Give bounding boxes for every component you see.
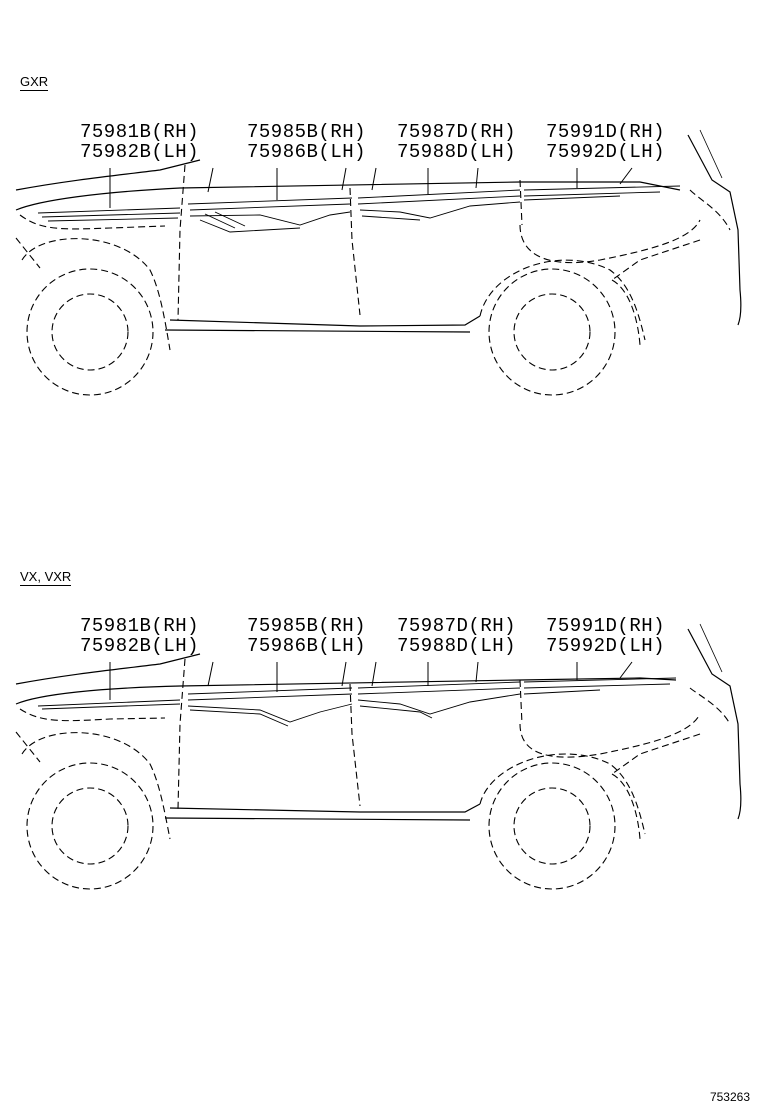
part-number-lh: 75986B(LH) xyxy=(247,635,367,657)
part-number-rh: 75991D(RH) xyxy=(546,615,666,637)
vehicle-outline xyxy=(15,129,742,351)
part-number-lh: 75992D(LH) xyxy=(546,141,666,163)
wheel-front xyxy=(26,268,154,396)
part-number-rh: 75985B(RH) xyxy=(247,121,367,143)
side-stripe-decals xyxy=(37,185,681,233)
part-number-lh: 75986B(LH) xyxy=(247,141,367,163)
part-number-rh: 75981B(RH) xyxy=(80,615,200,637)
side-stripe-decals xyxy=(37,677,677,727)
document-number: 753263 xyxy=(709,1090,750,1104)
part-number-lh: 75982B(LH) xyxy=(80,141,200,163)
part-number-lh: 75992D(LH) xyxy=(546,635,666,657)
vehicle-side-diagram-vx-vxr xyxy=(15,623,742,890)
part-number-lh: 75982B(LH) xyxy=(80,635,200,657)
wheel-front xyxy=(26,762,154,890)
leader-lines xyxy=(109,167,633,208)
wheel-rear xyxy=(488,762,616,890)
part-number-lh: 75988D(LH) xyxy=(397,141,517,163)
wheel-rear xyxy=(488,268,616,396)
part-number-lh: 75988D(LH) xyxy=(397,635,517,657)
leader-lines xyxy=(109,661,633,700)
part-number-rh: 75987D(RH) xyxy=(397,615,517,637)
part-number-rh: 75991D(RH) xyxy=(546,121,666,143)
vehicle-outline xyxy=(15,623,742,840)
section-label-vx-vxr: VX, VXR xyxy=(20,569,72,586)
vehicle-side-diagram-gxr xyxy=(15,129,742,396)
section-label-gxr: GXR xyxy=(20,74,49,91)
part-number-rh: 75981B(RH) xyxy=(80,121,200,143)
part-number-rh: 75985B(RH) xyxy=(247,615,367,637)
part-number-rh: 75987D(RH) xyxy=(397,121,517,143)
